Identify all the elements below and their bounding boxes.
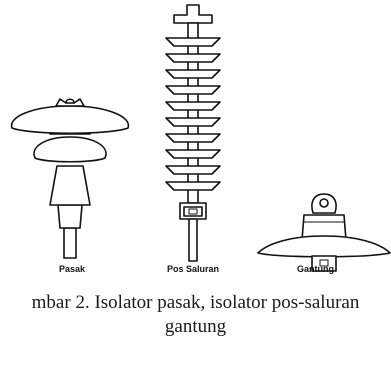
suspension-insulator-label: Gantung — [297, 264, 334, 274]
post-insulator-shed — [165, 165, 221, 175]
post-insulator-shed — [165, 133, 221, 143]
figure-caption-line1: mbar 2. Isolator pasak, isolator pos-sal… — [31, 292, 360, 313]
post-insulator-stud — [188, 218, 198, 262]
suspension-insulator-disc — [257, 235, 391, 258]
figure-caption-line2: gantung — [164, 316, 227, 337]
suspension-insulator-socket-hole — [319, 198, 329, 208]
post-insulator-shed — [165, 69, 221, 79]
post-insulator-shed — [165, 181, 221, 191]
post-insulator-shed — [165, 101, 221, 111]
post-insulator-shed — [165, 85, 221, 95]
pin-insulator-base — [57, 204, 83, 229]
pin-insulator-pin — [63, 227, 77, 259]
post-insulator-shed — [165, 117, 221, 127]
post-insulator-shed — [165, 37, 221, 47]
pin-insulator — [10, 98, 130, 259]
suspension-insulator — [257, 193, 391, 272]
post-insulator-label: Pos Saluran — [167, 264, 220, 274]
pin-insulator-middle-skirt — [33, 136, 107, 163]
isolator-drawing — [10, 4, 391, 272]
post-insulator — [165, 4, 221, 262]
pin-insulator-top-skirt — [10, 105, 130, 135]
post-insulator-core — [187, 22, 199, 204]
suspension-insulator-pin — [311, 255, 337, 272]
post-insulator-shed — [165, 149, 221, 159]
post-insulator-shed — [165, 53, 221, 63]
figure: Pasak Pos Saluran Gantung — [10, 4, 391, 274]
post-insulator-top-cap — [173, 4, 213, 24]
pin-insulator-lower-body — [49, 165, 91, 206]
pin-insulator-label: Pasak — [59, 264, 86, 274]
